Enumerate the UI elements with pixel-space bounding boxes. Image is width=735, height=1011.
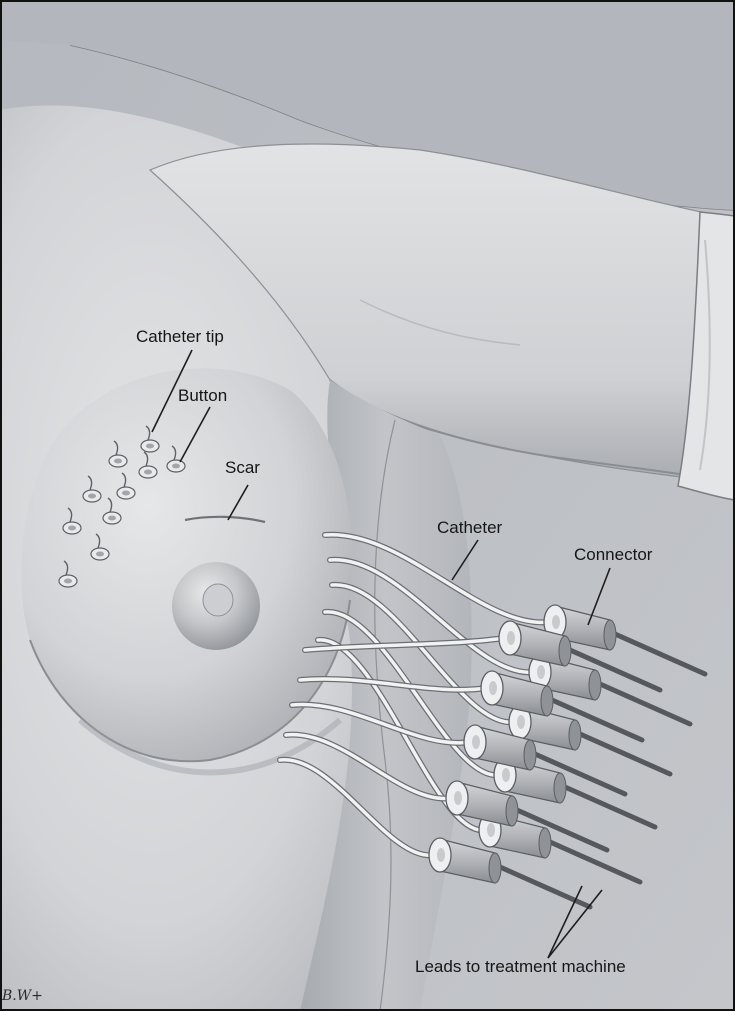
label-scar: Scar bbox=[225, 458, 260, 477]
artist-signature: B.W+ bbox=[1, 988, 43, 1004]
label-connector: Connector bbox=[574, 545, 653, 564]
label-catheter-tip: Catheter tip bbox=[136, 327, 224, 346]
label-leads: Leads to treatment machine bbox=[415, 957, 626, 976]
label-catheter: Catheter bbox=[437, 518, 503, 537]
label-button: Button bbox=[178, 386, 227, 405]
nipple bbox=[203, 584, 233, 616]
